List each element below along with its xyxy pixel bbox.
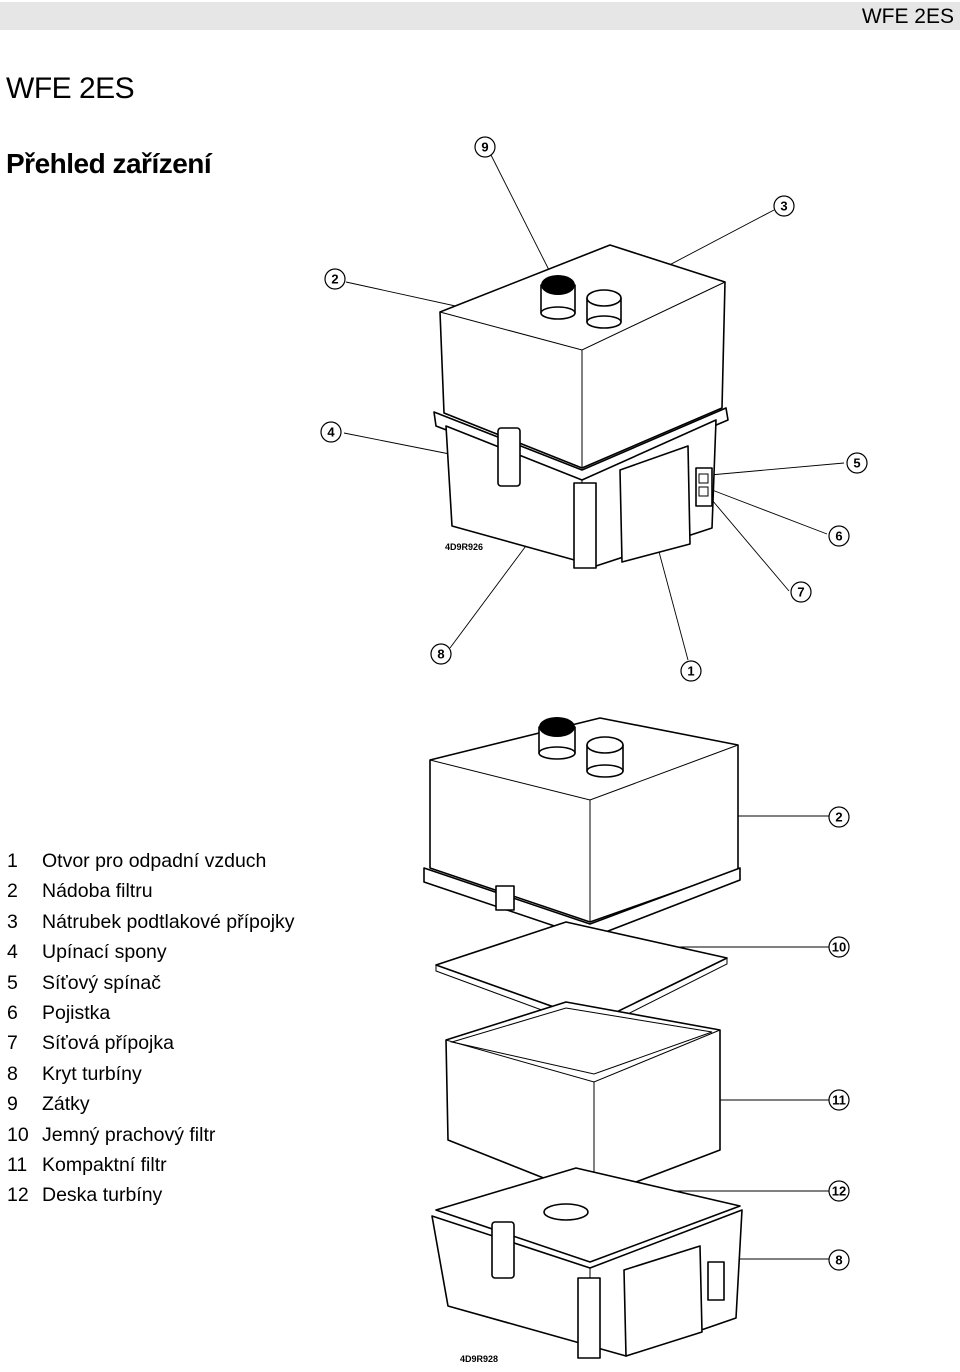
legend-item: 10 Jemný prachový filtr (7, 1122, 295, 1152)
svg-text:2: 2 (331, 272, 338, 287)
filter-inner-frame (450, 1007, 713, 1075)
leader-line (711, 489, 828, 535)
callout-8: 8 (430, 643, 452, 665)
callout-9: 9 (474, 136, 496, 158)
svg-text:11: 11 (832, 1093, 846, 1108)
legend-number: 2 (7, 880, 18, 903)
legend-item: 9 Zátky (7, 1091, 295, 1121)
housing-corner-post (577, 1277, 601, 1359)
svg-text:9: 9 (481, 140, 488, 155)
legend-label: Jemný prachový filtr (42, 1123, 216, 1146)
vessel-rim (423, 867, 741, 939)
legend-number: 5 (7, 971, 18, 994)
legend-label: Zátky (42, 1093, 90, 1116)
exhaust-plug (540, 275, 576, 320)
callout-2: 2 (828, 806, 850, 828)
legend-item: 1 Otvor pro odpadní vzduch (7, 848, 295, 878)
turbine-plate (435, 1167, 741, 1263)
svg-text:7: 7 (797, 585, 804, 600)
callout-1: 1 (680, 660, 702, 682)
legend-number: 3 (7, 910, 18, 933)
legend-label: Síťová přípojka (42, 1032, 174, 1055)
legend-item: 6 Pojistka (7, 1000, 295, 1030)
image-code: 4D9R926 (445, 542, 483, 552)
svg-text:12: 12 (832, 1184, 846, 1199)
callout-6: 6 (828, 525, 850, 547)
leader-line (711, 499, 790, 592)
parts-legend: 1 Otvor pro odpadní vzduch 2 Nádoba filtru… (7, 848, 295, 1213)
legend-label: Otvor pro odpadní vzduch (42, 850, 267, 872)
header-title: WFE 2ES (861, 5, 954, 28)
callout-7: 7 (790, 581, 812, 603)
leader-line (449, 526, 541, 649)
svg-text:10: 10 (832, 940, 846, 955)
legend-item: 5 Síťový spínač (7, 970, 295, 1000)
legend-number: 1 (7, 850, 18, 872)
svg-text:3: 3 (780, 199, 787, 214)
legend-label: Síťový spínač (42, 971, 161, 994)
svg-text:5: 5 (853, 456, 860, 471)
svg-text:4: 4 (327, 425, 335, 440)
leader-line (709, 462, 845, 476)
exhaust-opening (619, 445, 691, 563)
legend-item: 4 Upínací spony (7, 939, 295, 969)
callout-4: 4 (320, 421, 342, 443)
legend-item: 7 Síťová přípojka (7, 1030, 295, 1060)
section-title: Přehled zařízení (6, 148, 212, 179)
svg-text:6: 6 (835, 529, 842, 544)
fuse-holder (698, 486, 709, 497)
legend-number: 7 (7, 1032, 18, 1055)
legend-number: 8 (7, 1062, 18, 1085)
legend-number: 11 (7, 1153, 28, 1176)
callout-8: 8 (828, 1249, 850, 1271)
image-code: 4D9R928 (460, 1354, 498, 1364)
vacuum-connection-nozzle (586, 289, 622, 329)
mains-switch (698, 473, 709, 484)
callout-11: 11 (828, 1089, 850, 1111)
legend-label: Nádoba filtru (42, 880, 153, 903)
svg-text:8: 8 (437, 647, 444, 662)
callout-12: 12 (828, 1180, 850, 1202)
legend-item: 12 Deska turbíny (7, 1182, 295, 1212)
legend-item: 8 Kryt turbíny (7, 1061, 295, 1091)
callout-5: 5 (846, 452, 868, 474)
leader-line (490, 154, 554, 279)
svg-text:2: 2 (835, 810, 842, 825)
document-title: WFE 2ES (6, 72, 135, 105)
legend-number: 10 (7, 1123, 29, 1146)
legend-label: Kryt turbíny (42, 1062, 142, 1085)
clamp-latch (491, 1221, 515, 1279)
callout-10: 10 (828, 936, 850, 958)
legend-label: Deska turbíny (42, 1184, 163, 1207)
exhaust-plug (538, 717, 576, 760)
svg-text:8: 8 (835, 1253, 842, 1268)
legend-label: Pojistka (42, 1001, 111, 1024)
legend-label: Kompaktní filtr (42, 1153, 167, 1176)
clamp-stub (495, 885, 515, 911)
vacuum-connection-nozzle (586, 736, 624, 778)
turbine-opening (543, 1203, 589, 1221)
exhaust-opening (623, 1245, 703, 1357)
callout-3: 3 (773, 195, 795, 217)
legend-item: 3 Nátrubek podtlakové přípojky (7, 909, 295, 939)
legend-number: 12 (7, 1184, 29, 1207)
legend-number: 9 (7, 1093, 18, 1116)
header-bar: WFE 2ES (0, 2, 960, 30)
compact-filter (445, 1001, 721, 1199)
assembled-unit-drawing: 4D9R926 9 3 2 4 5 6 7 8 1 (320, 136, 868, 682)
legend-item: 11 Kompaktní filtr (7, 1152, 295, 1182)
legend-number: 6 (7, 1001, 18, 1024)
legend-label: Upínací spony (42, 941, 167, 964)
exploded-view-drawing: 4D9R928 2 10 11 12 8 (423, 717, 850, 1364)
legend-item: 2 Nádoba filtru (7, 878, 295, 908)
clamp-latch (497, 427, 521, 487)
callout-2: 2 (324, 268, 346, 290)
legend-number: 4 (7, 941, 18, 964)
switch-panel (707, 1261, 725, 1301)
svg-text:1: 1 (687, 664, 694, 679)
legend-label: Nátrubek podtlakové přípojky (42, 910, 295, 933)
edge-line (439, 281, 726, 351)
housing-corner-post (573, 482, 597, 569)
